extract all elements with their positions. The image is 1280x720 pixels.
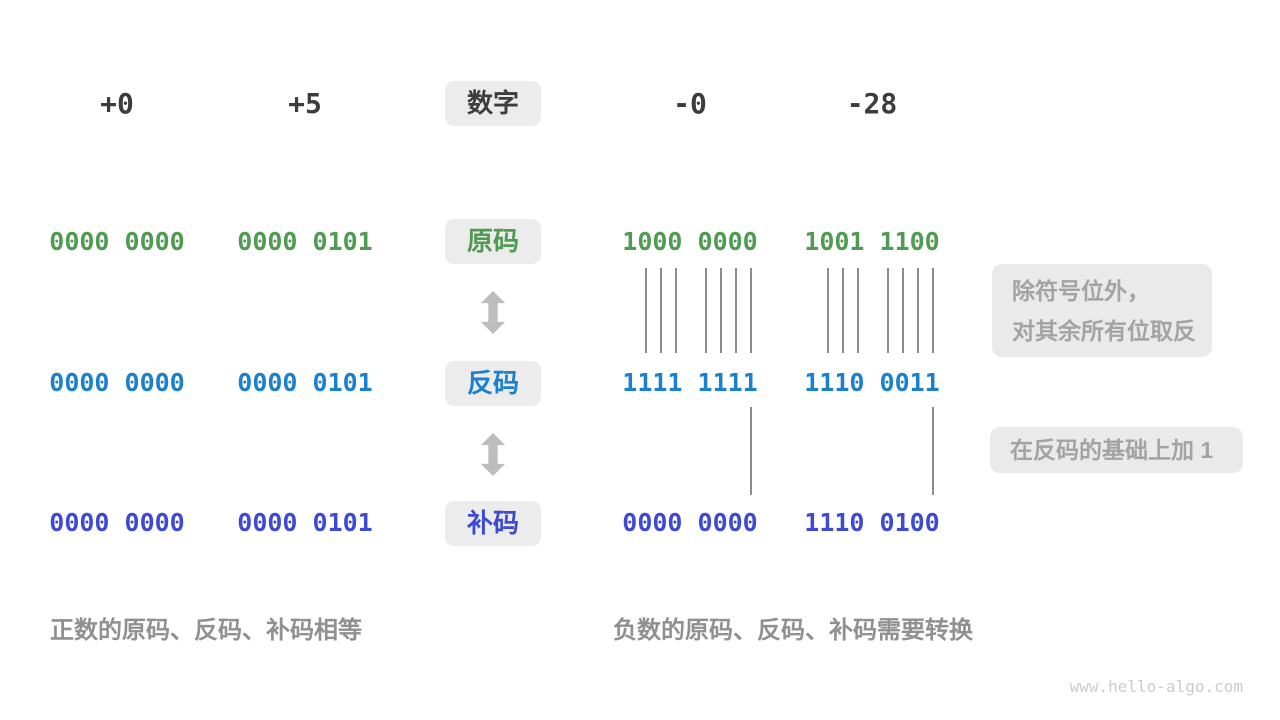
bit-line [660,268,662,353]
note-line: 在反码的基础上加 1 [1010,437,1214,463]
ones-complement-plus0: 0000 0000 [49,368,185,397]
bit-line [735,268,737,353]
chip-ones-complement: 反码 [445,361,541,406]
header-value-plus0: +0 [100,87,134,120]
caption-positive: 正数的原码、反码、补码相等 [50,617,362,644]
sign-magnitude-minus0: 1000 0000 [622,227,758,256]
sign-magnitude-plus0: 0000 0000 [49,227,185,256]
header-value-minus0: -0 [673,87,707,120]
twos-complement-minus28: 1110 0100 [804,508,940,537]
sign-magnitude-plus5: 0000 0101 [237,227,373,256]
sign-magnitude-minus28: 1001 1100 [804,227,940,256]
twos-complement-plus0: 0000 0000 [49,508,185,537]
up-down-arrow-icon [480,433,506,476]
bit-line [842,268,844,353]
ones-complement-minus0: 1111 1111 [622,368,758,397]
bit-line [705,268,707,353]
note-flip-bits: 除符号位外， 对其余所有位取反 [992,264,1212,357]
ones-complement-minus28: 1110 0011 [804,368,940,397]
watermark: www.hello-algo.com [1069,677,1243,696]
chip-twos-complement: 补码 [445,501,541,546]
ones-complement-plus5: 0000 0101 [237,368,373,397]
note-line: 对其余所有位取反 [1012,317,1196,344]
bit-line [932,407,934,495]
chip-sign-magnitude: 原码 [445,219,541,264]
bit-line [932,268,934,353]
chip-number-label: 数字 [445,81,541,126]
twos-complement-plus5: 0000 0101 [237,508,373,537]
caption-negative: 负数的原码、反码、补码需要转换 [613,617,973,644]
bit-line [902,268,904,353]
header-value-plus5: +5 [288,87,322,120]
twos-complement-minus0: 0000 0000 [622,508,758,537]
up-down-arrow-icon [480,291,506,334]
bit-line [675,268,677,353]
bit-line [750,268,752,353]
bit-line [827,268,829,353]
bit-line [750,407,752,495]
note-line: 除符号位外， [1012,277,1150,304]
bit-line [645,268,647,353]
bit-line [887,268,889,353]
bit-line [857,268,859,353]
bit-line [917,268,919,353]
note-add-one: 在反码的基础上加 1 [990,427,1243,473]
header-value-minus28: -28 [846,87,898,120]
bit-line [720,268,722,353]
